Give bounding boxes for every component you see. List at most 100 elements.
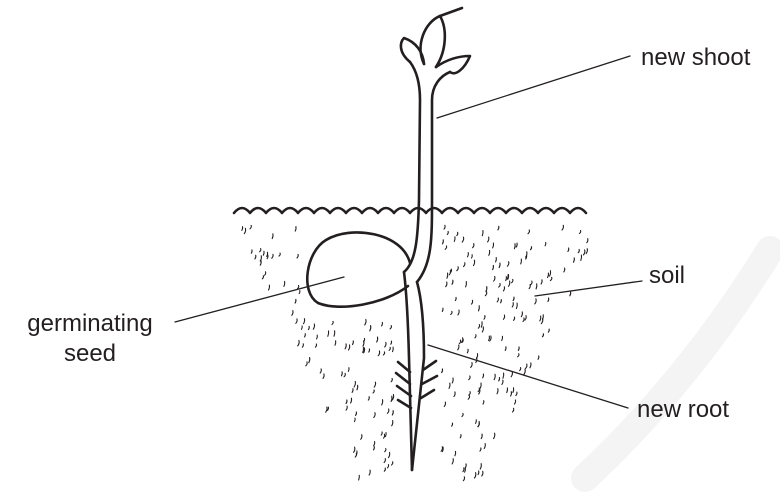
soil-speckle bbox=[244, 228, 245, 233]
soil-speckle bbox=[543, 315, 544, 320]
soil-speckle bbox=[265, 272, 266, 276]
soil-speckle bbox=[578, 249, 579, 252]
soil-speckle bbox=[382, 400, 383, 405]
soil-speckle bbox=[374, 413, 375, 418]
soil-speckle bbox=[478, 325, 479, 329]
soil-speckle bbox=[455, 297, 456, 300]
soil-speckle bbox=[512, 303, 513, 307]
leader-line-root bbox=[428, 345, 628, 408]
soil-speckle bbox=[459, 340, 460, 344]
soil-speckle bbox=[521, 259, 522, 264]
soil-speckle bbox=[524, 369, 525, 374]
soil-speckle bbox=[464, 263, 465, 267]
soil-speckle bbox=[359, 475, 360, 480]
shoot-stem-right-edge bbox=[417, 72, 450, 282]
soil-speckle bbox=[536, 284, 537, 289]
shoot-stem-left-edge bbox=[404, 62, 420, 272]
soil-speckle bbox=[454, 392, 455, 397]
soil-speckle bbox=[295, 227, 296, 232]
soil-speckle bbox=[462, 413, 463, 416]
soil-speckle bbox=[548, 298, 549, 302]
soil-speckle bbox=[385, 433, 386, 437]
soil-speckle bbox=[442, 308, 443, 311]
soil-speckle bbox=[320, 369, 321, 373]
soil-speckle bbox=[468, 396, 469, 400]
soil-speckle bbox=[454, 237, 455, 242]
leader-line-soil bbox=[535, 281, 642, 296]
soil-speckle bbox=[392, 462, 393, 465]
soil-speckle bbox=[514, 244, 515, 249]
soil-speckle bbox=[520, 368, 521, 371]
soil-speckle bbox=[391, 378, 392, 381]
soil-speckle bbox=[516, 303, 517, 308]
soil-speckle bbox=[499, 263, 500, 268]
soil-speckle bbox=[466, 282, 467, 287]
soil-speckle bbox=[370, 326, 371, 331]
soil-speckle bbox=[542, 334, 543, 337]
soil-speckle bbox=[349, 345, 350, 350]
soil-speckle bbox=[313, 324, 314, 329]
soil-speckle bbox=[446, 282, 447, 287]
label-seed: seed bbox=[64, 340, 116, 367]
soil-speckle bbox=[482, 327, 483, 332]
soil-speckle bbox=[528, 230, 529, 234]
soil-speckle bbox=[511, 372, 512, 377]
soil-speckle bbox=[374, 447, 375, 450]
soil-speckle bbox=[573, 258, 574, 262]
soil-speckle bbox=[518, 347, 519, 350]
soil-speckle bbox=[387, 409, 388, 413]
soil-speckle bbox=[502, 336, 503, 340]
root-right-edge bbox=[412, 282, 424, 470]
soil-speckle bbox=[538, 356, 539, 359]
soil-speckle bbox=[328, 331, 329, 336]
soil-speckle bbox=[354, 418, 355, 421]
soil-speckle bbox=[579, 231, 580, 234]
soil-speckle bbox=[449, 383, 450, 388]
soil-speckle bbox=[513, 408, 514, 412]
soil-speckle bbox=[373, 390, 374, 393]
soil-speckle bbox=[550, 277, 551, 280]
soil-speckle bbox=[472, 300, 473, 304]
soil-speckle bbox=[242, 227, 243, 231]
soil-speckle bbox=[512, 279, 513, 282]
soil-speckle bbox=[263, 251, 264, 255]
soil-speckle bbox=[298, 286, 299, 289]
soil-speckle bbox=[392, 395, 393, 400]
soil-speckle bbox=[296, 319, 297, 323]
soil-speckle bbox=[483, 374, 484, 378]
soil-speckle bbox=[526, 252, 527, 257]
root-hairs bbox=[396, 361, 437, 408]
soil-speckle bbox=[342, 372, 343, 376]
soil-speckle bbox=[302, 344, 303, 347]
soil-speckle bbox=[354, 447, 355, 452]
soil-speckle bbox=[299, 291, 300, 294]
soil-speckle bbox=[458, 345, 459, 350]
soil-speckle bbox=[334, 331, 335, 336]
soil-speckle bbox=[451, 311, 452, 314]
soil-speckle bbox=[521, 312, 522, 317]
soil-speckle bbox=[455, 451, 456, 455]
soil-speckle bbox=[584, 250, 585, 255]
soil-speckle bbox=[279, 253, 280, 256]
soil-speckle bbox=[344, 373, 345, 376]
soil-surface-line bbox=[234, 208, 586, 213]
soil-speckle bbox=[485, 292, 486, 296]
soil-speckle bbox=[385, 449, 386, 452]
soil-speckle bbox=[447, 231, 448, 234]
soil-speckle bbox=[389, 452, 390, 457]
soil-speckle bbox=[501, 300, 502, 303]
soil-speckle bbox=[378, 351, 379, 356]
soil-speckle bbox=[545, 242, 546, 245]
soil-speckle bbox=[481, 322, 482, 327]
soil-speckle bbox=[298, 341, 299, 346]
soil-speckle bbox=[478, 421, 479, 426]
soil-speckle bbox=[480, 383, 481, 388]
soil-speckle bbox=[506, 277, 507, 281]
soil-speckle bbox=[568, 248, 569, 251]
soil-speckle bbox=[548, 329, 549, 332]
soil-speckle bbox=[309, 358, 310, 363]
soil-speckle bbox=[315, 344, 316, 347]
soil-speckle bbox=[523, 318, 524, 322]
soil-speckle bbox=[374, 442, 375, 446]
